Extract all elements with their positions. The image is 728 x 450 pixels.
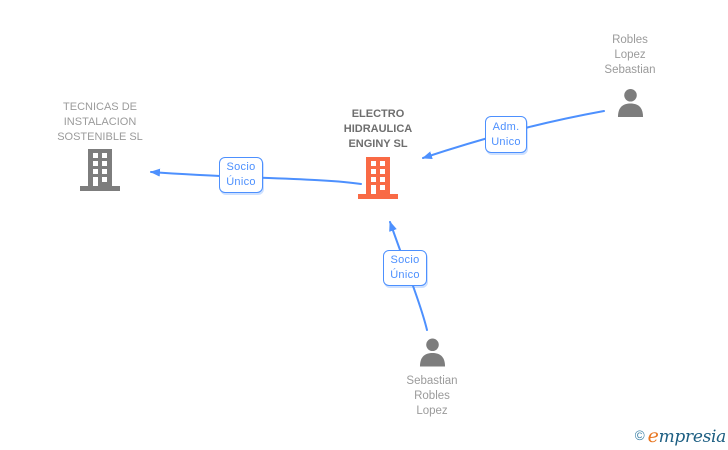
brand-letter-e: e bbox=[647, 425, 659, 447]
brand-name-rest: mpresia bbox=[658, 427, 727, 447]
company-name-label[interactable]: ELECTRO HIDRAULICA ENGINY SL bbox=[343, 108, 413, 150]
person-name-label[interactable]: Sebastian Robles Lopez bbox=[406, 375, 458, 417]
node-company-tecnicas[interactable]: TECNICAS DE INSTALACION SOSTENIBLE SL bbox=[20, 100, 180, 191]
company-name-label[interactable]: TECNICAS DE INSTALACION SOSTENIBLE SL bbox=[57, 101, 143, 143]
relation-label-adm-unico: Adm. Unico bbox=[485, 116, 527, 153]
empresia-logo[interactable]: ©empresia bbox=[634, 425, 727, 448]
edge-center-to-left-company bbox=[150, 168, 362, 185]
building-icon[interactable] bbox=[298, 157, 458, 199]
relation-label-socio-unico-bottom: Socio Único bbox=[383, 250, 427, 286]
node-person-sebastian-robles-lopez[interactable]: Sebastian Robles Lopez bbox=[362, 337, 502, 419]
copyright-symbol: © bbox=[634, 428, 645, 443]
edge-person-top-to-center-company bbox=[422, 110, 605, 159]
person-name-label[interactable]: Robles Lopez Sebastian bbox=[604, 34, 656, 76]
node-company-electro-hidraulica[interactable]: ELECTRO HIDRAULICA ENGINY SL bbox=[298, 107, 458, 199]
node-person-robles-lopez-sebastian[interactable]: Robles Lopez Sebastian bbox=[560, 33, 700, 117]
building-icon[interactable] bbox=[20, 149, 180, 191]
person-icon[interactable] bbox=[560, 88, 700, 117]
person-icon[interactable] bbox=[362, 337, 502, 367]
relation-label-socio-unico-left: Socio Único bbox=[219, 157, 263, 193]
